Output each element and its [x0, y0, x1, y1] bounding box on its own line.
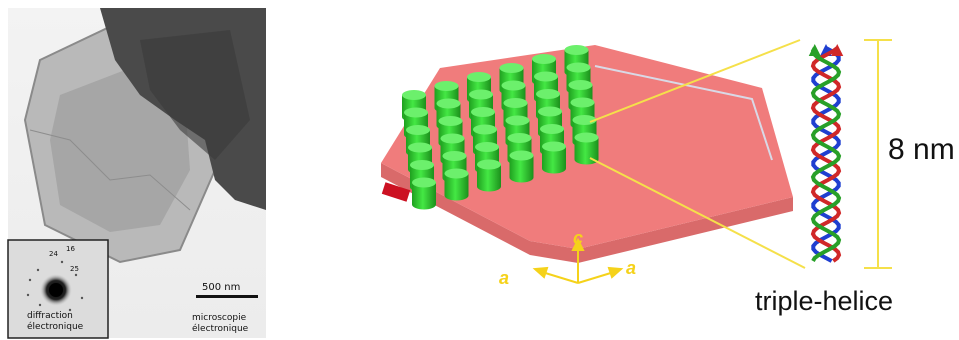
diffraction-spot-label: 24: [49, 250, 58, 258]
axis-a-label: a: [626, 258, 636, 279]
diffraction-caption-line2: électronique: [27, 322, 83, 332]
triple-helix-label: triple-helice: [755, 286, 893, 317]
diffraction-beam-stop: [49, 283, 63, 297]
diffraction-spot-label: 25: [70, 265, 79, 273]
axis-a-label: a: [499, 268, 509, 289]
collagen-cylinder: [412, 178, 436, 210]
collagen-cylinder: [477, 160, 501, 192]
scale-bar-label: 500 nm: [202, 282, 240, 293]
diffraction-spot-label: 16: [66, 245, 75, 253]
helix-arrow-icon: [809, 44, 821, 56]
collagen-cylinder: [510, 151, 534, 183]
height-label: 8 nm: [888, 133, 955, 167]
collagen-cylinder: [542, 142, 566, 174]
micrograph-caption-line1: microscopie: [192, 313, 246, 323]
triple-helix: [809, 44, 844, 261]
diffraction-caption-line1: diffraction: [27, 311, 73, 321]
collagen-cylinder: [445, 169, 469, 201]
micrograph-caption-line2: électronique: [192, 324, 248, 334]
axis-c-label: c: [573, 228, 583, 249]
scale-bar: [196, 295, 258, 298]
